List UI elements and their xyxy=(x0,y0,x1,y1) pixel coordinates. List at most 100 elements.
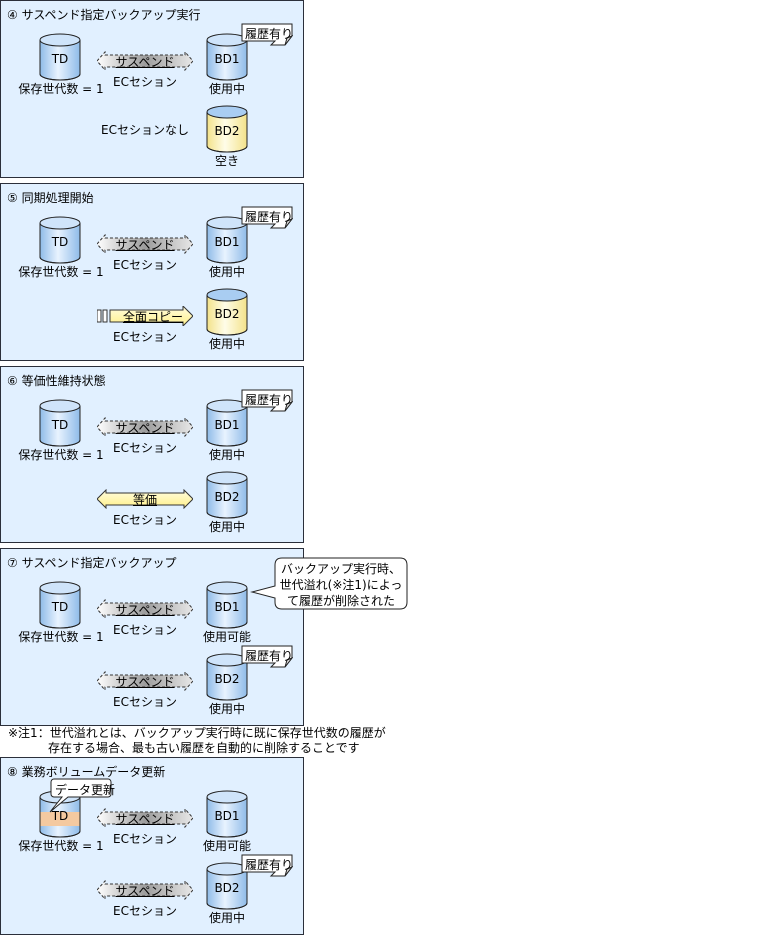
session-label: ECセション xyxy=(113,75,177,89)
history-badge: 履歴有り xyxy=(241,23,294,47)
link-label: サスペンド xyxy=(115,675,175,689)
disk-label: BD2 xyxy=(214,490,240,504)
disk-label: TD xyxy=(51,600,69,614)
panel-title: ⑥ 等価性維持状態 xyxy=(7,374,106,388)
bd2-caption: 使用中 xyxy=(208,911,245,925)
badge-text: 履歴有り xyxy=(245,393,294,407)
history-badge: 履歴有り xyxy=(241,854,294,878)
session-label: ECセション xyxy=(113,441,177,455)
disk-label: BD1 xyxy=(214,809,240,823)
footnote-line-1: ※注1：世代溢れとは、バックアップ実行時に既に保存世代数の履歴が xyxy=(8,726,386,740)
history-badge: 履歴有り xyxy=(241,645,294,669)
badge-text: 履歴有り xyxy=(245,27,294,41)
bd1-disk-icon: BD1 xyxy=(206,399,248,447)
equal-arrow: 等価 xyxy=(96,488,194,510)
session-label: ECセション xyxy=(113,623,177,637)
disk-label: BD2 xyxy=(214,307,240,321)
td-caption: 保存世代数 = 1 xyxy=(18,448,104,462)
link-label: サスペンド xyxy=(115,812,175,826)
disk-label: TD xyxy=(51,809,69,823)
no-session-label: ECセションなし xyxy=(101,123,189,137)
td-caption: 保存世代数 = 1 xyxy=(18,839,104,853)
disk-label: BD1 xyxy=(214,235,240,249)
disk-label: BD1 xyxy=(214,600,240,614)
disk-label: TD xyxy=(51,235,69,249)
disk-label: TD xyxy=(51,52,69,66)
disk-label: BD2 xyxy=(214,672,240,686)
disk-label: BD1 xyxy=(214,52,240,66)
bd2-caption: 空き xyxy=(214,154,239,168)
badge-text: 履歴有り xyxy=(245,858,294,872)
state-panel: ⑤ 同期処理開始 TD 保存世代数 = 1 BD1 使用中 履歴有りサスペンド ECセシ… xyxy=(0,183,304,361)
bd1-caption: 使用可能 xyxy=(202,839,251,853)
copy-arrow: 全面コピー xyxy=(96,304,194,328)
bd2-disk-icon: BD2 xyxy=(206,862,248,910)
bd2-caption: 使用中 xyxy=(208,337,245,351)
badge-text: 履歴有り xyxy=(245,649,294,663)
panel-title: ④ サスペンド指定バックアップ実行 xyxy=(7,8,201,22)
badge-text: 履歴有り xyxy=(245,210,294,224)
disk-label: BD2 xyxy=(214,881,240,895)
panel-title: ⑦ サスペンド指定バックアップ xyxy=(7,556,177,570)
bd1-caption: 使用中 xyxy=(208,82,245,96)
td-caption: 保存世代数 = 1 xyxy=(18,265,104,279)
generation-overflow-callout: バックアップ実行時、世代溢れ(※注1)によって履歴が削除された xyxy=(250,556,410,614)
suspend-arrow: サスペンド xyxy=(96,879,194,901)
link-label: サスペンド xyxy=(115,884,175,898)
td-disk-icon: TD xyxy=(39,33,81,81)
session-label: ECセション xyxy=(113,513,177,527)
bd2-caption: 使用中 xyxy=(208,520,245,534)
badge-text: データ更新 xyxy=(55,783,116,797)
link-label: サスペンド xyxy=(115,603,175,617)
session-label: ECセション xyxy=(113,832,177,846)
td-disk-icon: TD xyxy=(39,216,81,264)
suspend-arrow: サスペンド xyxy=(96,50,194,72)
bd1-caption: 使用中 xyxy=(208,265,245,279)
footnote-line-2: 存在する場合、最も古い履歴を自動的に削除することです xyxy=(48,741,360,755)
panel-title: ⑧ 業務ボリュームデータ更新 xyxy=(7,765,166,779)
state-panel: ④ サスペンド指定バックアップ実行 TD 保存世代数 = 1 BD1 使用中 履歴有り… xyxy=(0,0,304,178)
link-label: サスペンド xyxy=(115,421,175,435)
link-label: 等価 xyxy=(132,493,157,507)
bd2-disk-icon: BD2 xyxy=(206,653,248,701)
td-caption: 保存世代数 = 1 xyxy=(18,630,104,644)
session-label: ECセション xyxy=(113,695,177,709)
td-caption: 保存世代数 = 1 xyxy=(18,82,104,96)
bd1-caption: 使用可能 xyxy=(202,630,251,644)
bd2-disk-icon: BD2 xyxy=(206,471,248,519)
bd2-disk-icon: BD2 xyxy=(206,288,248,336)
session-label: ECセション xyxy=(113,904,177,918)
disk-label: TD xyxy=(51,418,69,432)
bd2-caption: 使用中 xyxy=(208,702,245,716)
disk-label: BD2 xyxy=(214,124,240,138)
bd2-disk-icon: BD2 xyxy=(206,105,248,153)
td-disk-icon: TD xyxy=(39,399,81,447)
bd1-disk-icon: BD1 xyxy=(206,33,248,81)
suspend-arrow: サスペンド xyxy=(96,670,194,692)
callout-line: バックアップ実行時、 xyxy=(280,562,401,576)
session-label: ECセション xyxy=(113,330,177,344)
callout-line: 世代溢れ(※注1)によっ xyxy=(279,578,403,592)
state-panel: ⑥ 等価性維持状態 TD 保存世代数 = 1 BD1 使用中 履歴有りサスペンド ECセ… xyxy=(0,366,304,543)
suspend-arrow: サスペンド xyxy=(96,233,194,255)
data-update-callout: データ更新 xyxy=(48,778,116,814)
callout-line: て履歴が削除された xyxy=(286,594,395,608)
td-disk-icon: TD xyxy=(39,581,81,629)
bd1-disk-icon: BD1 xyxy=(206,581,248,629)
disk-label: BD1 xyxy=(214,418,240,432)
suspend-arrow: サスペンド xyxy=(96,807,194,829)
bd1-caption: 使用中 xyxy=(208,448,245,462)
panel-title: ⑤ 同期処理開始 xyxy=(7,191,94,205)
bd1-disk-icon: BD1 xyxy=(206,216,248,264)
link-label: サスペンド xyxy=(115,55,175,69)
suspend-arrow: サスペンド xyxy=(96,416,194,438)
suspend-arrow: サスペンド xyxy=(96,598,194,620)
history-badge: 履歴有り xyxy=(241,206,294,230)
link-label: 全面コピー xyxy=(122,310,183,324)
bd1-disk-icon: BD1 xyxy=(206,790,248,838)
history-badge: 履歴有り xyxy=(241,389,294,413)
session-label: ECセション xyxy=(113,258,177,272)
link-label: サスペンド xyxy=(115,238,175,252)
